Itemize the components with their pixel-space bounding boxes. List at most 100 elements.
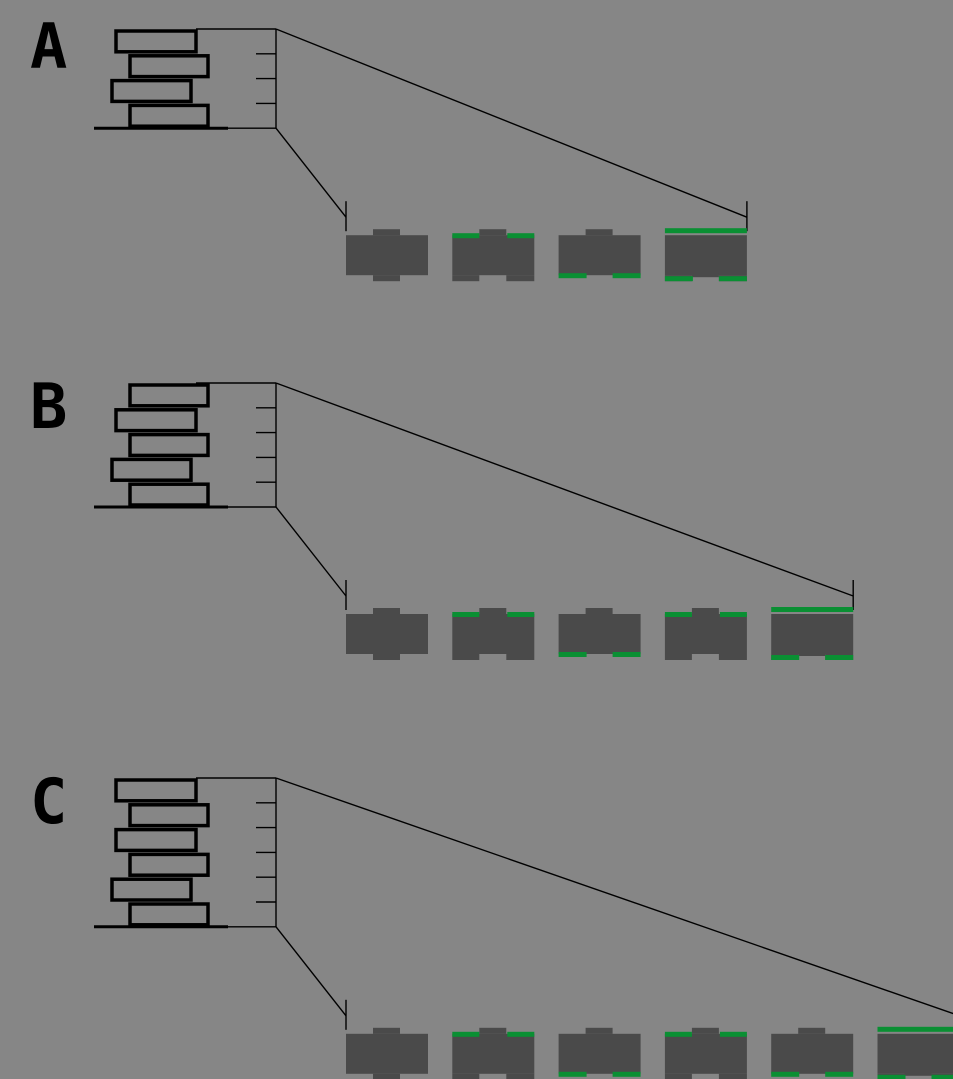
projection-line [275,382,854,597]
block-tab-bottom [373,275,400,282]
block-foot [718,654,747,660]
block-tab-top [479,229,507,236]
green-edge-top [664,612,692,617]
projection-line [275,506,347,597]
block-foot [506,1073,535,1079]
block-unit [558,229,641,279]
block-foot [664,654,692,660]
block-body [771,614,854,654]
block-foot [691,273,719,278]
green-edge-top-full [771,607,854,612]
green-edge-bottom [718,276,747,282]
block-body [877,1033,953,1074]
green-edge-bottom [558,273,587,279]
block-foot [506,654,535,660]
green-edge-top [664,1031,692,1037]
green-edge-top [719,612,747,617]
block-unit [452,1027,535,1079]
block-tab-top [691,608,719,614]
block-foot [904,1071,932,1076]
green-edge-bottom [825,655,854,660]
stack-slab [128,482,210,507]
stack-slab [110,457,193,482]
block-body [558,1033,641,1074]
green-edge-bottom [664,276,693,282]
stack-slab [128,852,210,877]
green-edge-top [452,233,480,239]
block-body [664,235,747,276]
block-foot [798,652,826,656]
green-edge-top [507,612,535,617]
block-foot [664,1073,692,1079]
green-edge-top [719,1031,747,1037]
green-edge-top [452,612,480,617]
projection-line [275,777,953,1015]
panel-label: B [30,370,67,443]
block-tab-top [479,608,507,614]
block-unit [346,608,428,660]
block-tab-top [585,1027,613,1034]
block-tab-top [585,229,613,236]
block-unit [558,608,641,657]
green-edge-bottom [771,1071,800,1077]
block-unit [664,1027,747,1079]
panel-c: C [30,765,953,1079]
block-unit [346,229,428,282]
block-tab-top [585,608,613,614]
stack-slab [128,803,210,828]
block-unit [558,1027,641,1077]
block-body [771,1033,854,1074]
stack-slab [128,383,210,408]
stack-slab [110,78,193,104]
green-edge-bottom [612,273,641,279]
stack-slab [114,778,198,803]
block-body [664,614,747,654]
stack-slab [128,432,210,458]
stack-slab [128,103,210,128]
block-body [346,235,428,276]
block-body [452,235,535,276]
green-edge-bottom [931,1074,953,1079]
projection-line [275,926,347,1017]
block-body [452,614,535,654]
panel-b: B [30,370,854,660]
green-edge-bottom [771,655,800,660]
green-edge-bottom [612,652,641,657]
green-edge-top [452,1031,480,1037]
panel-a: A [30,10,748,282]
block-tab-top [479,1027,507,1034]
stack-slab [114,29,198,54]
stack-slab [114,827,198,853]
block-tab-bottom [373,654,400,660]
block-tab-top [798,1027,826,1034]
green-edge-bottom [612,1071,641,1077]
panel-label: A [30,10,67,83]
block-unit [452,229,535,282]
stack-slab [114,408,198,433]
block-unit [771,607,854,660]
block-unit [452,608,535,660]
block-tab-top [373,229,400,236]
stack-slab [110,877,193,902]
green-edge-top [507,233,535,239]
block-body [346,614,428,654]
block-tab-top [373,608,400,614]
block-body [346,1033,428,1074]
block-body [558,614,641,654]
block-foot [506,275,535,282]
green-edge-bottom [558,652,587,657]
block-foot [718,1073,747,1079]
block-foot [452,1073,480,1079]
projection-line [275,127,347,218]
panel-label: C [30,765,67,838]
block-body [664,1033,747,1074]
block-unit [664,228,747,282]
green-edge-bottom [558,1071,587,1077]
green-edge-top-full [877,1026,953,1032]
block-tab-top [691,1027,719,1034]
block-unit [664,608,747,660]
stack-slab [128,902,210,927]
green-edge-bottom [877,1074,906,1079]
green-edge-top-full [664,228,747,234]
block-unit [346,1027,428,1079]
